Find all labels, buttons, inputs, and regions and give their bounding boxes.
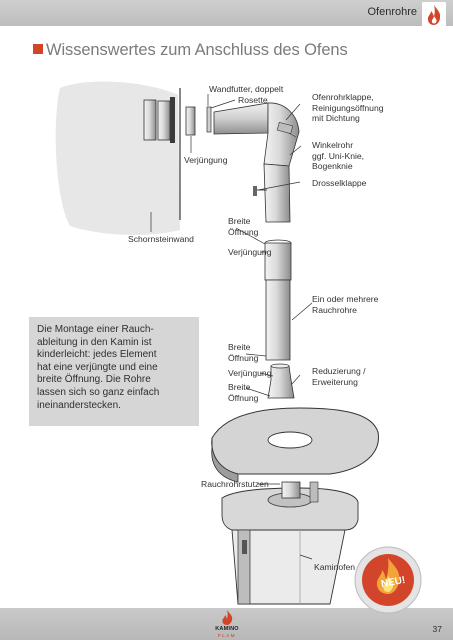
label-breite-oeffnung-2: Breite Öffnung xyxy=(228,342,259,363)
upper-pipe xyxy=(264,239,292,361)
label-kaminofen: Kaminofen xyxy=(314,562,356,572)
label-mehrere-rauchrohre: Ein oder mehrere Rauchrohre xyxy=(312,294,379,315)
rosette xyxy=(206,106,212,133)
label-wandfutter: Wandfutter, doppelt xyxy=(209,84,284,94)
header-bar: Ofenrohre xyxy=(0,0,453,26)
stove-body xyxy=(221,481,359,605)
page-heading: Wissenswertes zum Anschluss des Ofens xyxy=(46,41,348,59)
label-ofenrohrklappe: Ofenrohrklappe, Reinigungsöffnung mit Di… xyxy=(312,92,384,123)
label-verjuengung-low: Verjüngung xyxy=(228,368,272,378)
new-badge: NEU! xyxy=(354,546,422,614)
label-winkelrohr: Winkelrohr ggf. Uni-Knie, Bogenknie xyxy=(312,140,365,171)
label-rauchrohrstutzen: Rauchrohrstutzen xyxy=(201,479,269,489)
label-verjuengung-mid: Verjüngung xyxy=(228,247,272,257)
flame-badge-icon xyxy=(354,546,422,614)
label-drosselklappe: Drosselklappe xyxy=(312,178,367,188)
info-box: Die Montage einer Rauch- ableitung in de… xyxy=(29,317,199,426)
brand-logo: KAMINO FLAM xyxy=(207,609,247,639)
reducer xyxy=(267,363,295,399)
label-rosette: Rosette xyxy=(238,95,268,105)
logo-flame-icon xyxy=(222,610,233,625)
page-number: 37 xyxy=(432,624,442,634)
info-text: Die Montage einer Rauch- ableitung in de… xyxy=(37,324,160,411)
label-breite-oeffnung-3: Breite Öffnung xyxy=(228,382,259,403)
wall-sleeve xyxy=(143,97,196,143)
stove-top xyxy=(211,407,379,483)
label-verjuengung-top: Verjüngung xyxy=(184,155,228,165)
label-reduzierung: Reduzierung / Erweiterung xyxy=(312,366,366,387)
logo-sub-text: FLAM xyxy=(217,633,236,638)
logo-brand-text: KAMINO xyxy=(215,626,239,632)
section-title: Ofenrohre xyxy=(367,6,417,18)
label-breite-oeffnung-1: Breite Öffnung xyxy=(228,216,259,237)
label-schornsteinwand: Schornsteinwand xyxy=(128,234,194,244)
flame-icon xyxy=(422,2,446,28)
heading-bullet xyxy=(33,44,43,54)
elbow-pipe xyxy=(213,102,300,223)
